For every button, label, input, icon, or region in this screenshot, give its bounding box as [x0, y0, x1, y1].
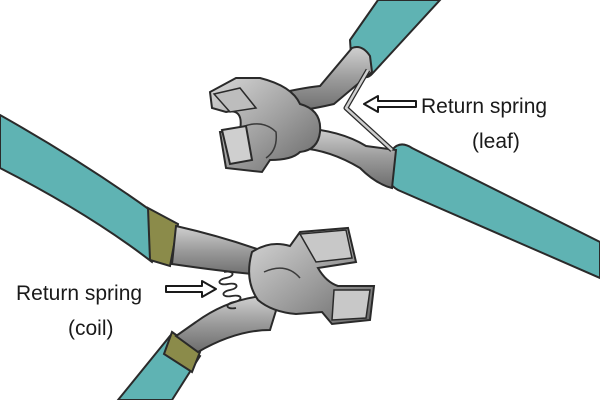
coil-spring-icon	[218, 270, 242, 310]
bottom-lower-arm	[174, 294, 280, 354]
pliers-top-icon	[208, 0, 600, 280]
arrow-icon	[363, 95, 417, 113]
bottom-upper-ferrule	[146, 206, 180, 268]
pliers-bottom-icon	[0, 113, 376, 400]
arrow-icon	[165, 280, 217, 298]
coil-spring-label: Return spring	[16, 282, 143, 305]
bottom-upper-handle	[0, 113, 166, 264]
leaf-spring-label: Return spring	[421, 95, 548, 118]
top-lower-handle	[384, 143, 600, 280]
top-lower-arm	[299, 126, 398, 190]
coil-spring-sublabel: (coil)	[68, 317, 114, 340]
leaf-spring-sublabel: (leaf)	[472, 130, 520, 153]
